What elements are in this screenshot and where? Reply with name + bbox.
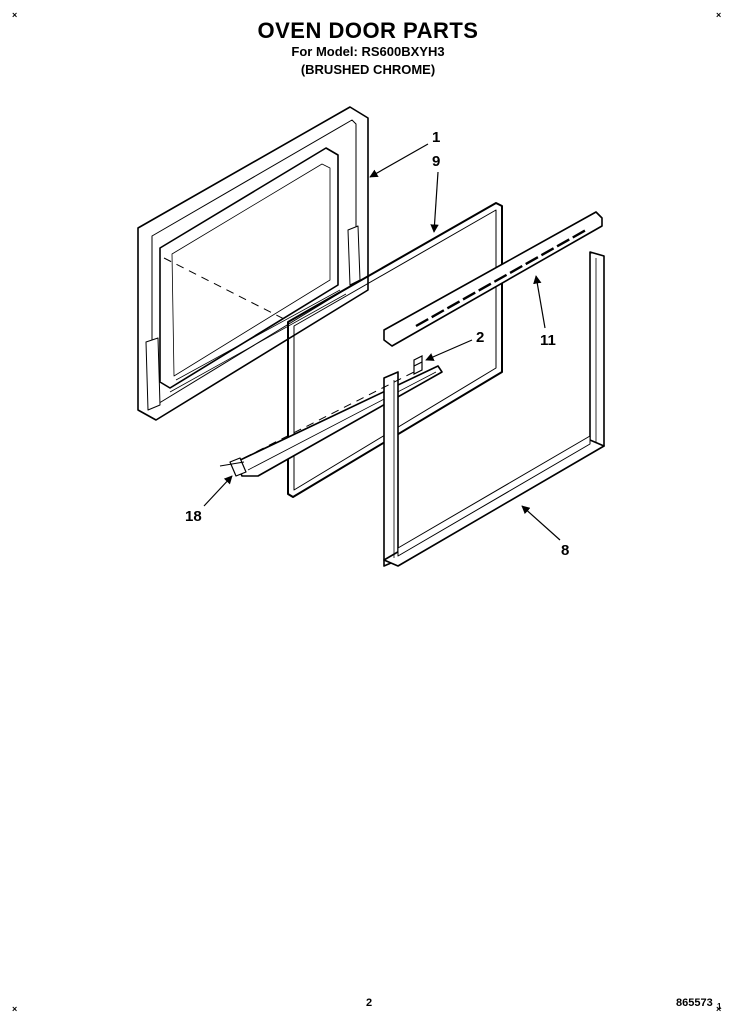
leader-arrows — [203, 143, 561, 541]
leader-arrow-2 — [425, 339, 473, 361]
finish-line: (BRUSHED CHROME) — [300, 62, 436, 77]
leader-arrow-8 — [521, 505, 561, 541]
callout-18: 18 — [185, 508, 202, 525]
callout-11: 11 — [540, 332, 556, 349]
leader-arrow-11 — [533, 275, 546, 329]
document-number-suffix: 1 — [717, 1002, 722, 1011]
page-number: 2 — [366, 997, 373, 1009]
bracket-part — [413, 355, 423, 375]
outer-frame-part — [383, 251, 605, 567]
callout-1: 1 — [432, 129, 441, 146]
assembly-guide-lines — [163, 257, 419, 459]
corner-mark-top-right: × — [716, 10, 722, 20]
document-number: 865573 — [676, 997, 713, 1009]
door-frame-part — [137, 106, 369, 421]
leader-arrow-9 — [430, 171, 439, 233]
callout-8: 8 — [561, 542, 570, 559]
corner-mark-top-left: × — [12, 10, 18, 20]
vent-trim-part — [383, 211, 603, 347]
callout-2: 2 — [476, 329, 485, 346]
model-line: For Model: RS600BXYH3 — [291, 44, 445, 59]
page-title: OVEN DOOR PARTS — [257, 18, 479, 43]
callout-9: 9 — [432, 153, 441, 170]
leader-arrow-1 — [369, 143, 429, 178]
leader-arrow-18 — [203, 475, 233, 507]
corner-mark-bottom-right: × — [716, 1004, 722, 1014]
corner-mark-bottom-left: × — [12, 1004, 18, 1014]
